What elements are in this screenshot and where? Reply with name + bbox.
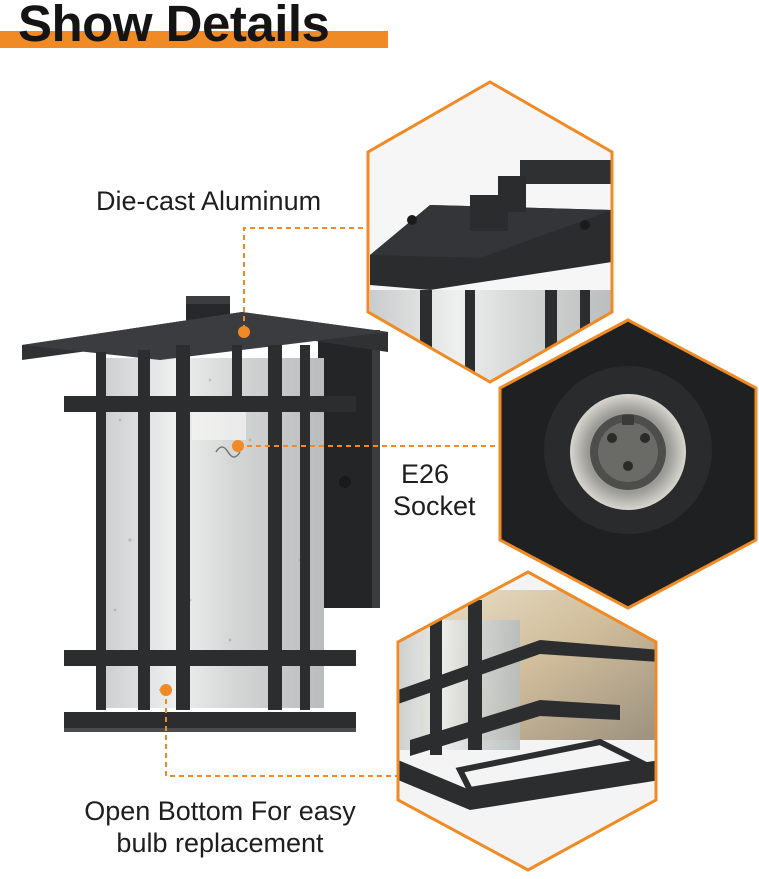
- callout-e26-line1: E26: [401, 459, 450, 489]
- title-highlight-bar: [0, 31, 388, 48]
- hex-detail-socket: [498, 318, 758, 610]
- callout-open-bottom-line1: Open Bottom For easy: [84, 796, 356, 826]
- hex-detail-bottom: [396, 570, 658, 872]
- hex-detail-top: [366, 80, 614, 384]
- wall-plate: [318, 330, 378, 608]
- callout-lines: [165, 227, 500, 777]
- lantern-main: [22, 296, 388, 732]
- callout-e26-socket: E26 Socket: [393, 458, 476, 522]
- callout-open-bottom-line2: bulb replacement: [116, 828, 324, 858]
- callout-dots: [160, 326, 250, 696]
- callout-open-bottom: Open Bottom For easy bulb replacement: [40, 795, 400, 859]
- callout-die-cast-aluminum: Die-cast Aluminum: [96, 186, 322, 216]
- lantern-frame: [64, 345, 356, 730]
- callout-e26-line2: Socket: [393, 491, 476, 521]
- page-title: Show Details: [18, 0, 330, 52]
